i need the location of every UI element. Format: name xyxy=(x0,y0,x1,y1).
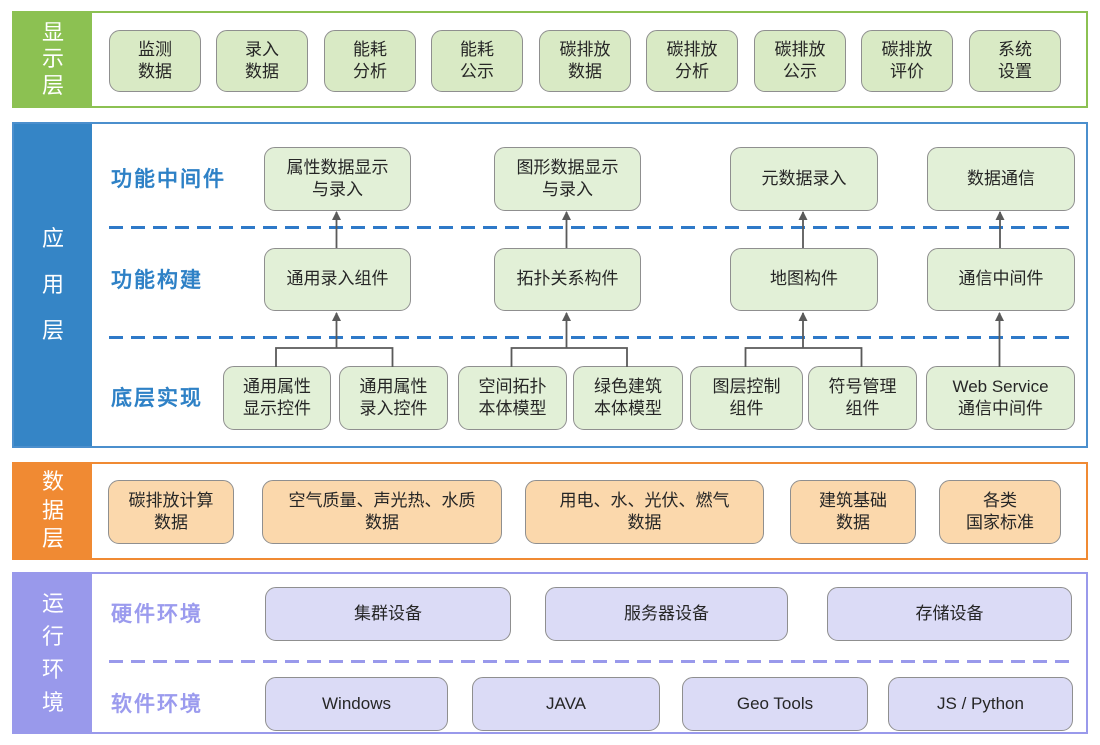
box-carbon-evaluation: 碳排放 评价 xyxy=(861,30,953,92)
box-graphic-data-display-entry: 图形数据显示 与录入 xyxy=(494,147,641,211)
layer-runtime: 运行环境 硬件环境 软件环境 集群设备 服务器设备 存储设备 Windows J… xyxy=(12,572,1088,734)
bracket-col3 xyxy=(744,347,863,367)
layer-application: 应用层 功能中间件 功能构建 底层实现 属性数据显示 与录入 图形数据显示 与录… xyxy=(12,122,1088,448)
box-spatial-topology-ontology: 空间拓扑 本体模型 xyxy=(458,366,567,430)
sublabel-functional-middleware: 功能中间件 xyxy=(111,168,226,191)
box-metadata-entry: 元数据录入 xyxy=(730,147,878,211)
box-symbol-mgmt-component: 符号管理 组件 xyxy=(808,366,917,430)
box-map-component: 地图构件 xyxy=(730,248,878,311)
bracket-col1 xyxy=(275,347,394,367)
box-java: JAVA xyxy=(472,677,660,731)
box-attr-entry-control: 通用属性 录入控件 xyxy=(339,366,448,430)
box-carbon-analysis: 碳排放 分析 xyxy=(646,30,738,92)
layer-display-title: 显示层 xyxy=(41,19,64,98)
box-green-building-ontology: 绿色建筑 本体模型 xyxy=(573,366,683,430)
sublabel-function-building: 功能构建 xyxy=(111,268,203,292)
sublabel-low-level-impl: 底层实现 xyxy=(111,387,203,410)
box-comm-middleware: 通信中间件 xyxy=(927,248,1075,311)
box-geo-tools: Geo Tools xyxy=(682,677,868,731)
layer-runtime-side-label: 运行环境 xyxy=(14,574,92,732)
box-building-base-data: 建筑基础 数据 xyxy=(790,480,916,544)
bracket-col2 xyxy=(510,347,628,367)
box-energy-disclosure: 能耗 公示 xyxy=(431,30,523,92)
box-storage-device: 存储设备 xyxy=(827,587,1072,641)
box-carbon-disclosure: 碳排放 公示 xyxy=(754,30,846,92)
box-carbon-data: 碳排放 数据 xyxy=(539,30,631,92)
box-cluster-device: 集群设备 xyxy=(265,587,511,641)
sublabel-hardware-env: 硬件环境 xyxy=(111,603,203,626)
layer-data-title: 数据层 xyxy=(41,469,64,552)
layer-display: 显示层 监测 数据 录入 数据 能耗 分析 能耗 公示 碳排放 数据 碳排放 分… xyxy=(12,11,1088,108)
box-attr-display-control: 通用属性 显示控件 xyxy=(223,366,331,430)
layer-display-side-label: 显示层 xyxy=(14,13,92,106)
box-monitoring-data: 监测 数据 xyxy=(109,30,201,92)
layer-data-side-label: 数据层 xyxy=(14,464,92,558)
layer-data: 数据层 碳排放计算 数据 空气质量、声光热、水质 数据 用电、水、光伏、燃气 数… xyxy=(12,462,1088,560)
box-general-entry-component: 通用录入组件 xyxy=(264,248,411,311)
box-air-sound-water-data: 空气质量、声光热、水质 数据 xyxy=(262,480,502,544)
box-utility-data: 用电、水、光伏、燃气 数据 xyxy=(525,480,764,544)
dashed-divider-app-1 xyxy=(109,226,1074,229)
box-server-device: 服务器设备 xyxy=(545,587,788,641)
box-data-communication: 数据通信 xyxy=(927,147,1075,211)
layer-application-side-label: 应用层 xyxy=(14,124,92,446)
box-entry-data: 录入 数据 xyxy=(216,30,308,92)
box-attr-data-display-entry: 属性数据显示 与录入 xyxy=(264,147,411,211)
box-carbon-calc-data: 碳排放计算 数据 xyxy=(108,480,234,544)
dashed-divider-runtime xyxy=(109,660,1074,663)
box-layer-control-component: 图层控制 组件 xyxy=(690,366,803,430)
box-js-python: JS / Python xyxy=(888,677,1073,731)
box-topology-component: 拓扑关系构件 xyxy=(494,248,641,311)
box-energy-analysis: 能耗 分析 xyxy=(324,30,416,92)
box-web-service-middleware: Web Service 通信中间件 xyxy=(926,366,1075,430)
layer-application-title: 应用层 xyxy=(41,225,64,344)
box-national-standards: 各类 国家标准 xyxy=(939,480,1061,544)
box-windows: Windows xyxy=(265,677,448,731)
sublabel-software-env: 软件环境 xyxy=(111,693,203,716)
layer-runtime-title: 运行环境 xyxy=(41,591,64,715)
dashed-divider-app-2 xyxy=(109,336,1074,339)
box-system-settings: 系统 设置 xyxy=(969,30,1061,92)
